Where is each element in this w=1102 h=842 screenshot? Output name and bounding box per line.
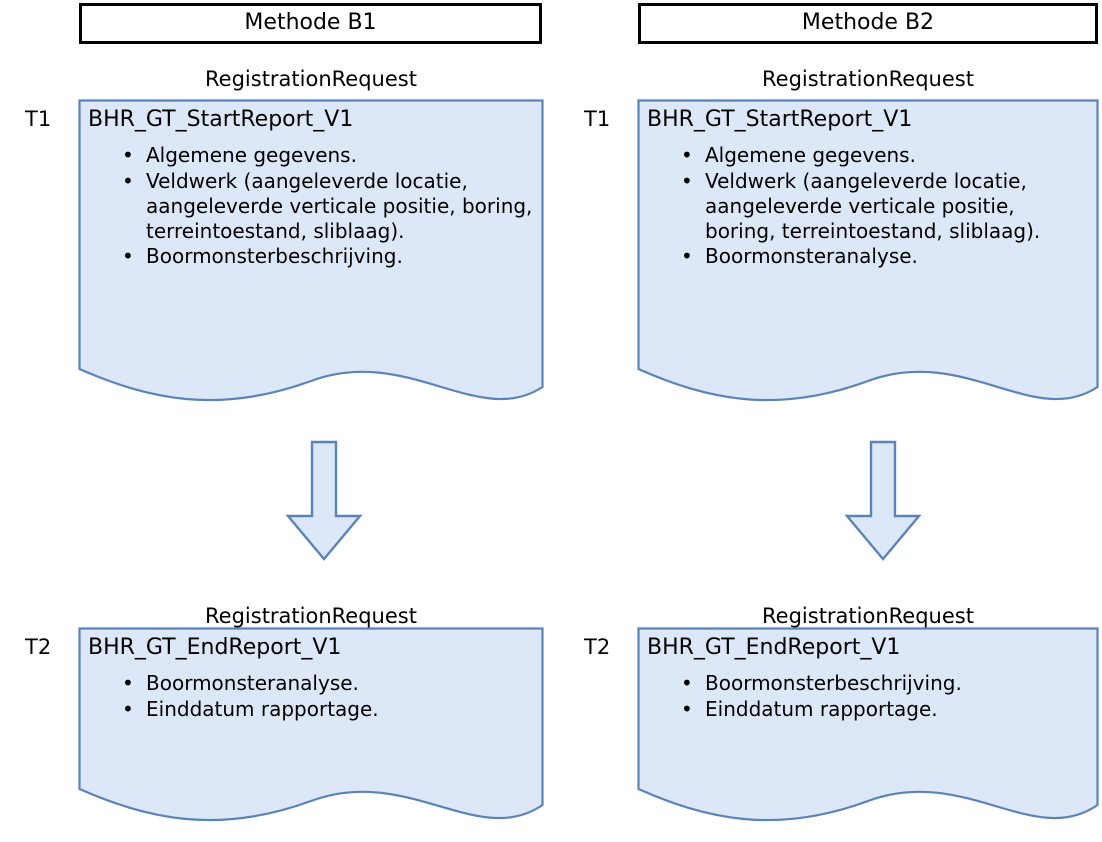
down-arrow-icon: [844, 440, 922, 561]
document-shape-b2-t2: BHR_GT_EndReport_V1 Boormonsterbeschrijv…: [637, 627, 1099, 842]
caption-b2-t1: RegistrationRequest: [762, 67, 974, 91]
caption-b1-t2: RegistrationRequest: [205, 604, 417, 628]
method-header-b1: Methode B1: [79, 3, 542, 44]
document-title-b2-t2: BHR_GT_EndReport_V1: [647, 635, 901, 660]
list-item: Einddatum rapportage.: [681, 697, 1089, 722]
flow-arrow-b2: [844, 440, 922, 562]
document-item-list-b1-t1: Algemene gegevens. Veldwerk (aangeleverd…: [88, 143, 534, 269]
list-item: Boormonsteranalyse.: [681, 244, 1089, 269]
list-item: Boormonsteranalyse.: [122, 671, 534, 696]
method-header-b2: Methode B2: [638, 3, 1098, 44]
document-item-list-b2-t1: Algemene gegevens. Veldwerk (aangeleverd…: [647, 143, 1089, 269]
list-item: Algemene gegevens.: [681, 143, 1089, 168]
down-arrow-icon: [285, 440, 363, 561]
list-item: Boormonsterbeschrijving.: [681, 671, 1089, 696]
document-shape-b1-t2: BHR_GT_EndReport_V1 Boormonsteranalyse. …: [78, 627, 544, 842]
document-shape-b2-t1: BHR_GT_StartReport_V1 Algemene gegevens.…: [637, 99, 1099, 419]
document-item-list-b1-t2: Boormonsteranalyse. Einddatum rapportage…: [88, 671, 534, 722]
document-content-b1-t1: BHR_GT_StartReport_V1 Algemene gegevens.…: [78, 99, 544, 270]
list-item: Veldwerk (aangeleverde locatie, aangelev…: [122, 169, 534, 245]
document-title-b1-t1: BHR_GT_StartReport_V1: [88, 107, 354, 132]
caption-b1-t1: RegistrationRequest: [205, 67, 417, 91]
method-header-b2-label: Methode B2: [801, 10, 935, 36]
list-item: Boormonsterbeschrijving.: [122, 244, 534, 269]
document-title-b1-t2: BHR_GT_EndReport_V1: [88, 635, 342, 660]
document-title-b2-t1: BHR_GT_StartReport_V1: [647, 107, 913, 132]
document-content-b2-t1: BHR_GT_StartReport_V1 Algemene gegevens.…: [637, 99, 1099, 270]
time-label-b1-t1: T1: [25, 107, 52, 131]
time-label-b2-t2: T2: [584, 635, 611, 659]
list-item: Algemene gegevens.: [122, 143, 534, 168]
document-content-b1-t2: BHR_GT_EndReport_V1 Boormonsteranalyse. …: [78, 627, 544, 722]
document-content-b2-t2: BHR_GT_EndReport_V1 Boormonsterbeschrijv…: [637, 627, 1099, 722]
document-shape-b1-t1: BHR_GT_StartReport_V1 Algemene gegevens.…: [78, 99, 544, 419]
time-label-b1-t2: T2: [25, 635, 52, 659]
document-item-list-b2-t2: Boormonsterbeschrijving. Einddatum rappo…: [647, 671, 1089, 722]
caption-b2-t2: RegistrationRequest: [762, 604, 974, 628]
flow-arrow-b1: [285, 440, 363, 562]
list-item: Veldwerk (aangeleverde locatie, aangelev…: [681, 169, 1089, 245]
time-label-b2-t1: T1: [584, 107, 611, 131]
list-item: Einddatum rapportage.: [122, 697, 534, 722]
method-header-b1-label: Methode B1: [244, 10, 377, 36]
